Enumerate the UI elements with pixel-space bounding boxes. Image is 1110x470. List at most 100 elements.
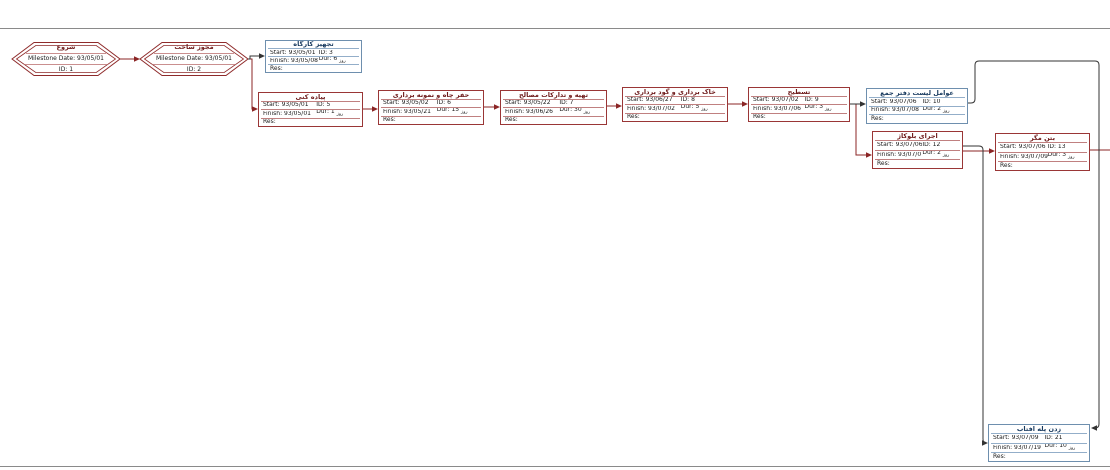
task-start-row: Start: 93/05/22 ID: 7: [503, 100, 604, 108]
task-resources: Res:: [993, 452, 1006, 460]
task-start: Start: 93/07/06: [877, 142, 923, 149]
task-finish: Finish: 93/07/07: [877, 151, 923, 158]
task-box-materials[interactable]: تهیه و تدارکات مصالح Start: 93/05/22 ID: …: [500, 90, 607, 125]
duration-unit: روز: [942, 109, 950, 115]
task-id: ID: 6: [436, 100, 451, 107]
task-box-foundation-step[interactable]: زدن پله افتاب Start: 93/07/09 ID: 21 Fini…: [988, 424, 1090, 462]
task-start: Start: 93/07/09: [993, 435, 1039, 442]
task-start: Start: 93/07/06: [871, 98, 917, 105]
task-start: Start: 93/05/02: [383, 100, 429, 107]
task-id: ID: 5: [316, 102, 331, 109]
task-title: عوامل لیست دفتر جمع: [869, 89, 965, 98]
task-resources: Res:: [270, 65, 283, 72]
task-start: Start: 93/07/06: [1000, 144, 1046, 151]
task-id: ID: 7: [559, 100, 574, 107]
task-title: خاک برداری و گود برداری: [625, 88, 725, 97]
task-finish: Finish: 93/06/26: [505, 108, 553, 115]
task-title: تجهیز کارگاه: [268, 41, 359, 49]
milestone-hexagon-permit[interactable]: [139, 42, 249, 76]
milestone-id: ID: 1: [58, 66, 74, 74]
duration-unit: روز: [1068, 155, 1075, 161]
task-finish: Finish: 93/07/09: [1000, 153, 1048, 160]
task-duration: Dur: 30 روز: [559, 108, 591, 116]
duration-unit: روز: [336, 112, 344, 118]
task-id: ID: 13: [1047, 144, 1066, 151]
duration-unit: روز: [461, 110, 468, 116]
task-start: Start: 93/07/02: [753, 97, 799, 104]
task-start: Start: 93/05/01: [270, 49, 316, 56]
task-id: ID: 8: [680, 97, 695, 104]
task-duration: Dur: 6 روز: [318, 57, 346, 65]
task-resources: Res:: [871, 115, 884, 123]
task-id: ID: 21: [1044, 435, 1063, 442]
task-id: ID: 10: [922, 98, 941, 105]
task-start-row: Start: 93/07/09 ID: 21: [991, 434, 1087, 444]
task-start-row: Start: 93/05/01 ID: 5: [261, 102, 360, 110]
duration-unit: روز: [339, 59, 346, 65]
task-title: زدن پله افتاب: [991, 425, 1087, 435]
task-start-row: Start: 93/05/02 ID: 6: [381, 100, 481, 108]
task-duration: Dur: 2 روز: [922, 150, 950, 159]
milestone-permit[interactable]: مجوز ساخت Milestone Date: 93/05/01 ID: 2: [140, 42, 248, 76]
task-finish-row: Finish: 93/06/26 Dur: 30 روز: [503, 108, 604, 117]
task-duration: Dur: 5 روز: [680, 105, 708, 113]
milestone-title: شروع: [56, 43, 76, 52]
task-id: ID: 3: [318, 49, 333, 56]
milestone-date: Milestone Date: 93/05/01: [156, 54, 232, 62]
critical-links: [120, 56, 1110, 158]
task-start-row: Start: 93/06/27 ID: 8: [625, 97, 725, 105]
task-duration: Dur: 3 روز: [1047, 152, 1075, 161]
task-resources: Res:: [753, 113, 766, 121]
task-box-well-sampling[interactable]: حفر چاه و نمونه برداری Start: 93/05/02 ID…: [378, 90, 484, 125]
task-finish: Finish: 93/07/06: [753, 105, 801, 112]
task-finish: Finish: 93/07/02: [627, 105, 675, 112]
task-duration: Dur: 10 روز: [1044, 443, 1076, 452]
task-box-checklist[interactable]: عوامل لیست دفتر جمع Start: 93/07/06 ID: 1…: [866, 88, 968, 124]
milestone-id: ID: 2: [186, 66, 202, 74]
task-finish-row: Finish: 93/05/01 Dur: 1 روز: [261, 110, 360, 119]
task-duration: Dur: 1 روز: [316, 110, 344, 118]
task-finish-row: Finish: 93/07/02 Dur: 5 روز: [625, 105, 725, 114]
task-id: ID: 12: [922, 142, 941, 149]
normal-links: [248, 53, 1100, 446]
duration-unit: روز: [942, 153, 950, 159]
task-title: اجرای بلوکاژ: [875, 132, 960, 142]
task-resources: Res:: [383, 116, 396, 124]
task-start: Start: 93/06/27: [627, 97, 673, 104]
task-box-excavation[interactable]: خاک برداری و گود برداری Start: 93/06/27 I…: [622, 87, 728, 122]
task-start: Start: 93/05/22: [505, 100, 551, 107]
task-duration: Dur: 2 روز: [922, 106, 950, 115]
task-title: تهیه و تدارکات مصالح: [503, 91, 604, 100]
task-finish-row: Finish: 93/05/21 Dur: 15 روز: [381, 108, 481, 117]
milestone-start[interactable]: شروع Milestone Date: 93/05/01 ID: 1: [12, 42, 120, 76]
task-duration: Dur: 15 روز: [436, 108, 468, 116]
task-resources: Res:: [877, 159, 890, 167]
task-finish: Finish: 93/05/21: [383, 108, 431, 115]
task-duration: Dur: 3 روز: [804, 105, 832, 113]
task-resources: Res:: [505, 116, 518, 124]
task-resources: Res:: [263, 118, 276, 126]
task-start: Start: 93/05/01: [263, 102, 309, 109]
task-title: حفر چاه و نمونه برداری: [381, 91, 481, 100]
milestone-title: مجوز ساخت: [174, 43, 214, 52]
duration-unit: روز: [701, 107, 708, 113]
task-resources: Res:: [1000, 161, 1013, 169]
task-start-row: Start: 93/07/06 ID: 10: [869, 98, 965, 107]
task-resources: Res:: [627, 113, 640, 121]
task-finish: Finish: 93/07/08: [871, 107, 919, 114]
task-finish: Finish: 93/05/01: [263, 110, 311, 117]
duration-unit: روز: [824, 107, 832, 113]
